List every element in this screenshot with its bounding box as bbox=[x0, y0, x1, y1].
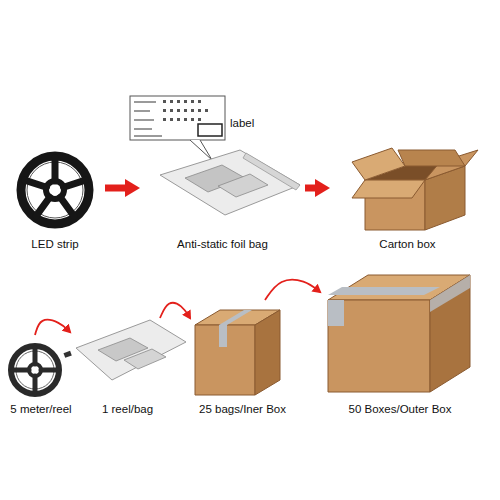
flow-arrow bbox=[305, 185, 315, 192]
foil-bag bbox=[160, 150, 300, 215]
flow-arrow bbox=[105, 185, 125, 192]
led-reel bbox=[21, 156, 89, 224]
outer-box bbox=[328, 275, 470, 392]
package-step: Carton box bbox=[330, 145, 485, 255]
flow-arrow bbox=[265, 280, 320, 300]
inner-box bbox=[195, 310, 280, 395]
flow-arrow bbox=[160, 303, 190, 318]
step-caption: 25 bags/Iner Box bbox=[199, 402, 286, 416]
step-caption: Anti-static foil bag bbox=[177, 237, 268, 251]
label-sheet bbox=[130, 96, 225, 160]
step-caption: 5 meter/reel bbox=[10, 402, 71, 416]
package-step: Anti-static foil bag bbox=[140, 145, 305, 255]
package-step: 50 Boxes/Outer Box bbox=[320, 270, 480, 420]
step-caption: 50 Boxes/Outer Box bbox=[349, 402, 452, 416]
foil-bag bbox=[76, 320, 186, 380]
led-reel bbox=[11, 346, 72, 394]
package-step: 1 reel/bag bbox=[70, 318, 185, 420]
package-step: 25 bags/Iner Box bbox=[190, 300, 295, 420]
package-step: 5 meter/reel bbox=[2, 335, 80, 420]
flow-arrow bbox=[35, 320, 70, 335]
package-step: LED strip bbox=[5, 145, 105, 255]
open-carton bbox=[352, 148, 478, 230]
step-caption: Carton box bbox=[379, 237, 435, 251]
callout-label: label bbox=[230, 116, 254, 130]
step-caption: 1 reel/bag bbox=[102, 402, 153, 416]
step-caption: LED strip bbox=[31, 237, 78, 251]
